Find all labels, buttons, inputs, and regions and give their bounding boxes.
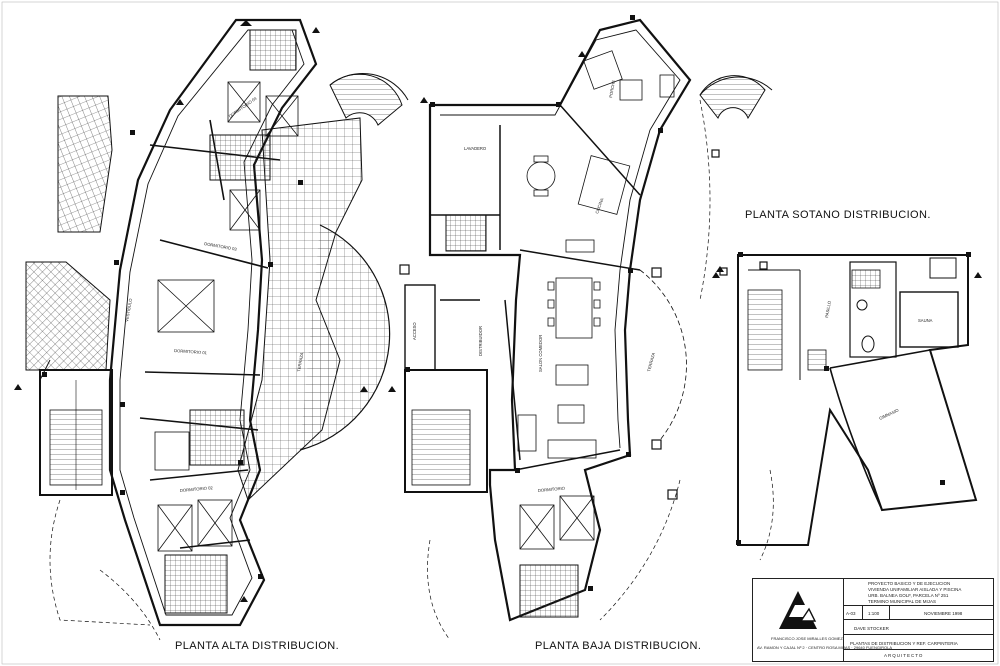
tb-project-row: PROYECTO BASICO Y DE EJECUCION VIVIENDA …	[844, 579, 993, 606]
tb-brand-row: ARQUITECTO	[844, 650, 993, 661]
project-line-2: VIVIENDA UNIFAMILIAR AISLADA Y PISCINA	[868, 587, 962, 592]
roof-lower-left	[25, 261, 111, 371]
title-planta-alta: PLANTA ALTA DISTRIBUCION.	[175, 640, 340, 652]
drawing-title: PLANTAS DE DISTRIBUCION Y REF. CARPINTER…	[850, 641, 958, 646]
plano-number: A-03	[846, 611, 856, 616]
room-label-dormitorio-baja: DORMITORIO	[538, 486, 566, 493]
room-label-terraza-alta: TERRAZA	[296, 352, 304, 372]
room-label-lavadero: LAVADERO	[464, 146, 487, 151]
project-line-1: PROYECTO BASICO Y DE EJECUCION	[868, 581, 951, 586]
plan-planta-sotano	[712, 252, 982, 561]
title-block-info: PROYECTO BASICO Y DE EJECUCION VIVIENDA …	[844, 579, 993, 661]
brand-label: ARQUITECTO	[884, 653, 924, 658]
plan-planta-baja	[388, 15, 773, 641]
room-label-cocina: COCINA	[594, 197, 604, 214]
project-line-3: URB. BALNEA GOLF, PARCELA Nº 251	[868, 593, 949, 598]
date-value: NOVIEMBRE 1998	[924, 611, 963, 616]
project-line-4: TERMINO MUNICIPAL DE MIJAS	[868, 599, 937, 604]
tb-client-row: DAVE STOCKER	[844, 620, 993, 635]
room-label-vestibulo: VESTIBULO	[124, 297, 133, 322]
room-label-gimnasio: GIMNASIO	[878, 407, 900, 421]
plan-planta-alta	[14, 18, 409, 641]
roof-upper-left	[57, 95, 113, 233]
spiral-stair-baja	[699, 75, 766, 120]
tb-meta-row: A-03 1:100 NOVIEMBRE 1998	[844, 606, 993, 620]
room-label-acceso: ACCESO	[412, 322, 417, 340]
title-block: FRANCISCO JOSE MIRALLES GOMEZ AV. RAMON …	[752, 578, 994, 662]
room-label-salon-comedor: SALON COMEDOR	[538, 335, 543, 372]
title-block-logo-cell: FRANCISCO JOSE MIRALLES GOMEZ AV. RAMON …	[753, 579, 892, 661]
room-label-dormitorio-02: DORMITORIO 02	[180, 485, 214, 493]
tb-drawing-title-row: PLANTAS DE DISTRIBUCION Y REF. CARPINTER…	[844, 635, 993, 650]
room-label-distribuidor: DISTRIBUIDOR	[478, 326, 483, 356]
room-label-dormitorio-01: DORMITORIO 01	[174, 348, 208, 355]
room-label-terraza-baja: TERRAZA	[646, 352, 656, 372]
scale-value: 1:100	[868, 611, 880, 616]
room-label-sauna: SAUNA	[918, 318, 933, 323]
architect-address: AV. RAMON Y CAJAL Nº 2 · CENTRO ROSA MIJ…	[757, 645, 892, 650]
room-label-pasillo: PASILLO	[824, 300, 832, 318]
client-name: DAVE STOCKER	[854, 626, 889, 631]
title-planta-sotano: PLANTA SOTANO DISTRIBUCION.	[745, 209, 931, 221]
architect-name: FRANCISCO JOSE MIRALLES GOMEZ	[771, 636, 843, 641]
room-label-dormitorio-04: DORMITORIO 04	[228, 95, 258, 118]
room-label-porche: PORCHE	[608, 79, 616, 98]
room-label-dormitorio-03: DORMITORIO 03	[204, 241, 238, 252]
title-planta-baja: PLANTA BAJA DISTRIBUCION.	[535, 640, 702, 652]
architect-logo-icon	[779, 591, 817, 629]
